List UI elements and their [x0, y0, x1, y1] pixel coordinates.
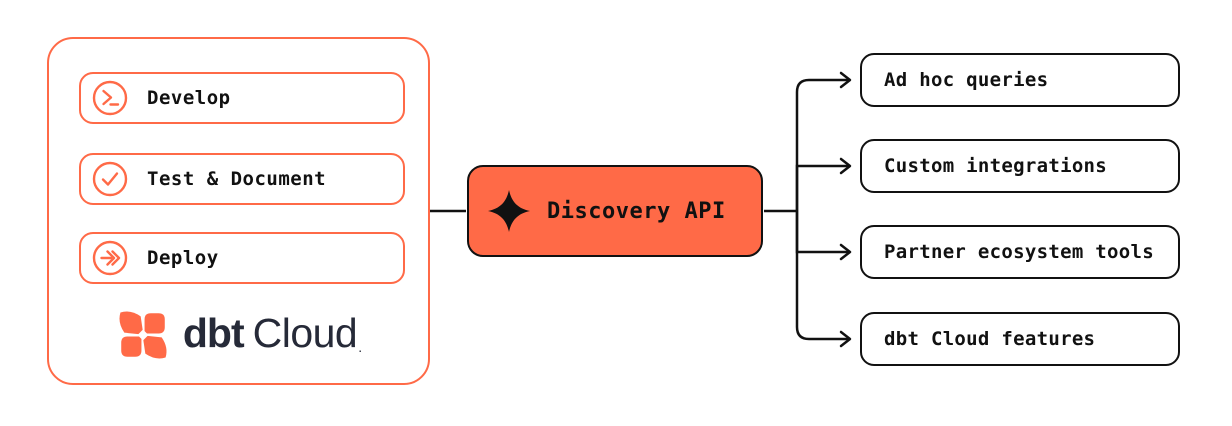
- output-node-ad-hoc-queries: Ad hoc queries: [860, 53, 1180, 107]
- stage-deploy: Deploy: [79, 232, 405, 284]
- branch-bottom: [795, 211, 849, 341]
- branch-3: [795, 211, 849, 254]
- discovery-api-label: Discovery API: [547, 198, 726, 224]
- stage-deploy-label: Deploy: [147, 247, 219, 269]
- arrowhead-3: [839, 243, 852, 261]
- dbt-cloud-wordmark: dbt Cloud .: [182, 309, 363, 356]
- sparkle-icon: [488, 190, 530, 232]
- trademark-dot: .: [358, 338, 363, 355]
- discovery-api-node: Discovery API: [467, 165, 763, 257]
- branch-top: [795, 78, 849, 211]
- stage-test-document: Test & Document: [79, 153, 405, 205]
- dbt-cloud-panel: Develop Test & Document Deploy: [47, 37, 430, 385]
- arrowhead-1: [839, 71, 852, 89]
- arrowhead-2: [839, 157, 852, 175]
- dbt-logo-mark-icon: [119, 311, 167, 359]
- output-node-dbt-cloud-features: dbt Cloud features: [860, 312, 1180, 366]
- check-circle-icon: [92, 161, 128, 197]
- output-node-custom-integrations: Custom integrations: [860, 139, 1180, 193]
- wordmark-cloud: Cloud: [252, 309, 358, 356]
- dbt-cloud-logo: dbt Cloud .: [49, 307, 428, 363]
- wordmark-dbt: dbt: [182, 309, 245, 356]
- fast-forward-arrow-icon: [92, 240, 128, 276]
- terminal-prompt-icon: [92, 80, 128, 116]
- output-label: Custom integrations: [884, 155, 1108, 177]
- stage-develop-label: Develop: [147, 87, 231, 109]
- arrowhead-4: [839, 330, 852, 348]
- branch-2: [795, 164, 849, 211]
- output-label: Ad hoc queries: [884, 69, 1049, 91]
- output-node-partner-ecosystem-tools: Partner ecosystem tools: [860, 225, 1180, 279]
- output-label: dbt Cloud features: [884, 328, 1096, 350]
- stage-develop: Develop: [79, 72, 405, 124]
- stage-test-document-label: Test & Document: [147, 168, 327, 190]
- output-label: Partner ecosystem tools: [884, 241, 1154, 263]
